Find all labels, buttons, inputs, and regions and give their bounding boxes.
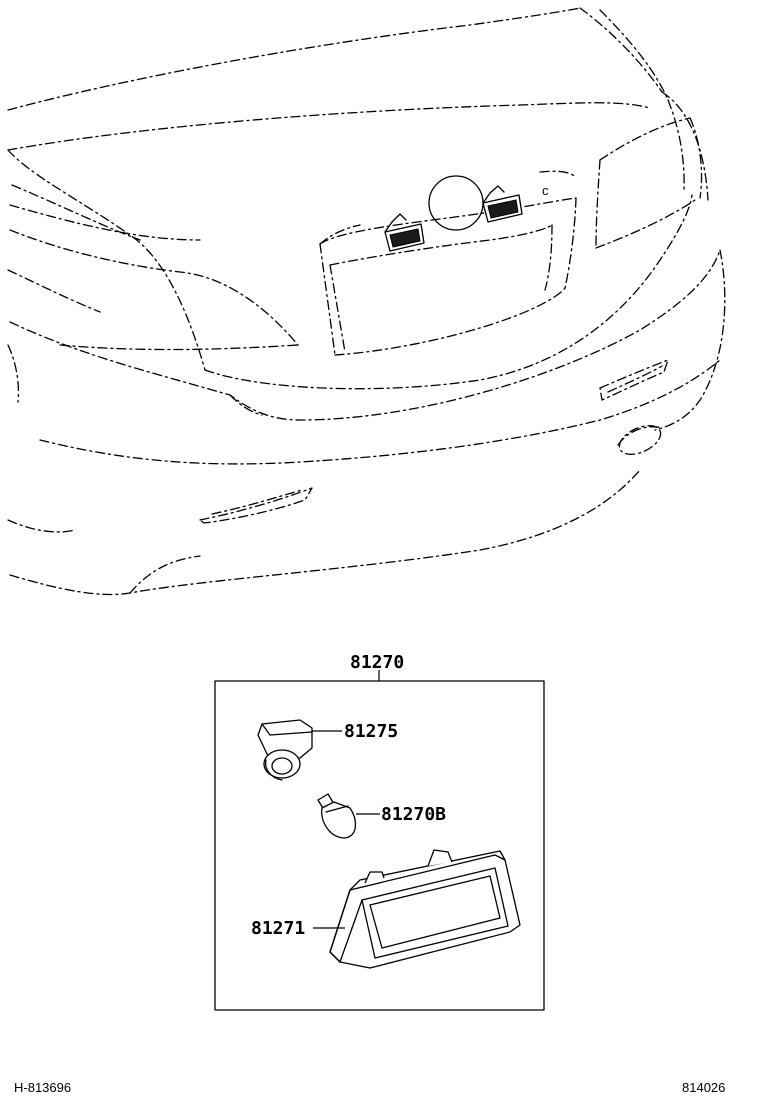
bulb-part: 81270B <box>317 793 446 839</box>
car-rear-outline <box>7 7 726 596</box>
callout-81270: 81270 <box>350 652 404 673</box>
svg-text:c: c <box>542 183 549 198</box>
callout-81271: 81271 <box>251 918 305 939</box>
footer-left-code: H-813696 <box>14 1080 71 1095</box>
footer-right-code: 814026 <box>682 1080 725 1095</box>
callout-81270B: 81270B <box>381 804 446 825</box>
license-lamp-left-on-car <box>384 213 425 252</box>
lens-housing-part: 81271 <box>251 849 521 969</box>
socket-part: 81275 <box>257 719 398 781</box>
parts-box: 81270 <box>214 652 545 1011</box>
callout-81275: 81275 <box>344 721 398 742</box>
license-lamp-right-on-car <box>482 185 523 223</box>
